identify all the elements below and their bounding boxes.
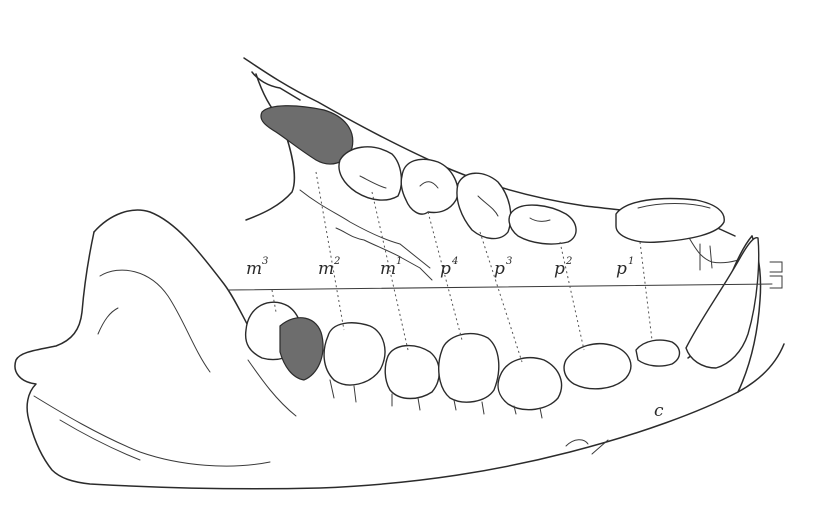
upper-canine — [616, 199, 724, 243]
label-m3: m 3 — [246, 256, 268, 279]
svg-text:p: p — [494, 259, 505, 279]
svg-text:2: 2 — [565, 256, 572, 267]
label-p4: p 4 — [440, 256, 458, 279]
upper-premolar-4 — [401, 159, 458, 214]
label-m1: m 1 — [380, 256, 402, 279]
upper-premolar-2 — [509, 205, 576, 244]
svg-text:m: m — [318, 259, 334, 279]
occlusal-reference-line — [228, 284, 772, 290]
svg-text:2: 2 — [333, 256, 340, 267]
svg-text:p: p — [616, 259, 627, 279]
mandible-mark-label: c — [654, 401, 664, 421]
label-p2: p 2 — [554, 256, 572, 279]
lower-premolar-1 — [636, 340, 680, 366]
svg-text:m: m — [246, 259, 262, 279]
label-p1: p 1 — [616, 256, 634, 279]
lower-premolar-3 — [498, 358, 561, 410]
lower-canine — [686, 238, 759, 368]
upper-molar-2 — [339, 147, 401, 200]
svg-text:p: p — [554, 259, 565, 279]
svg-text:1: 1 — [396, 256, 402, 267]
upper-premolar-3 — [457, 173, 511, 238]
lower-premolar-4 — [439, 334, 499, 403]
upper-teeth — [261, 106, 724, 244]
lower-molar-2 — [324, 323, 385, 385]
svg-text:3: 3 — [506, 256, 512, 267]
label-p3: p 3 — [494, 256, 512, 279]
svg-text:3: 3 — [262, 256, 268, 267]
svg-text:m: m — [380, 259, 396, 279]
svg-text:1: 1 — [628, 256, 634, 267]
label-m2: m 2 — [318, 256, 340, 279]
svg-text:p: p — [440, 259, 451, 279]
lower-premolar-2 — [564, 344, 631, 389]
lower-molar-1 — [385, 346, 439, 399]
svg-text:4: 4 — [451, 256, 458, 267]
lower-molar-3-shaded — [280, 318, 323, 380]
